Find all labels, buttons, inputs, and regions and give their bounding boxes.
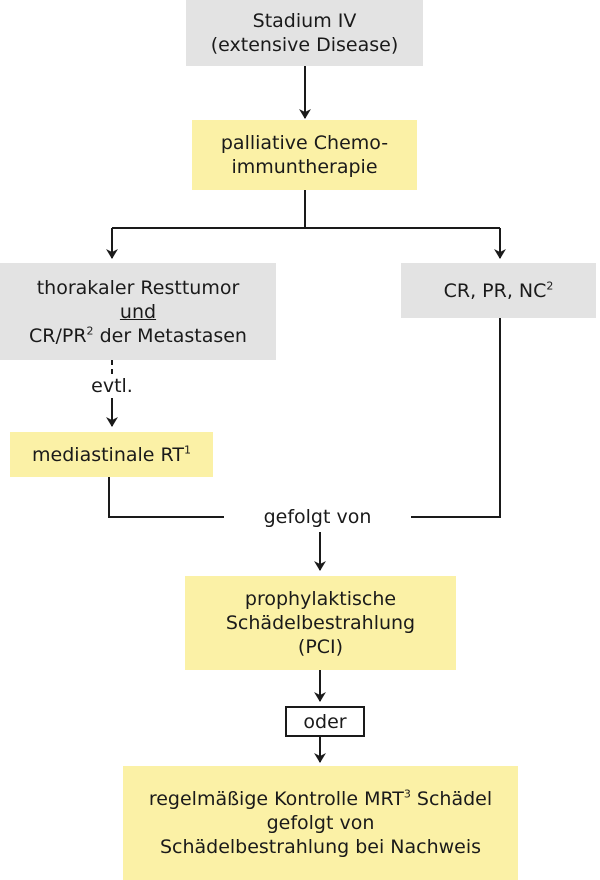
monitoring-line-3: Schädelbestrahlung bei Nachweis — [159, 836, 482, 858]
connector-mediastinal-to-followed — [108, 477, 224, 518]
residual-footnote: 2 — [86, 324, 94, 338]
pci-box: prophylaktische Schädelbestrahlung (PCI) — [185, 576, 456, 670]
residual-line-1: thorakaler Resttumor — [36, 276, 240, 299]
palliative-box: palliative Chemo- immuntherapie — [192, 120, 417, 190]
mediastinal-text: mediastinale RT — [32, 443, 184, 466]
palliative-line-1: palliative Chemo- — [220, 132, 389, 154]
monitoring-line-1-text: regelmäßige Kontrolle MRT — [148, 788, 404, 810]
monitoring-box: regelmäßige Kontrolle MRT3 Schädel gefol… — [123, 766, 518, 880]
monitoring-line-1: regelmäßige Kontrolle MRT3 Schädel — [149, 787, 492, 811]
response-text-line: CR, PR, NC2 — [444, 279, 554, 303]
stage-line-1: Stadium IV — [252, 10, 357, 32]
response-text: CR, PR, NC — [443, 279, 547, 302]
monitoring-line-2: gefolgt von — [266, 812, 375, 834]
residual-line-2: und — [119, 300, 157, 323]
or-text: oder — [303, 710, 347, 733]
monitoring-line-1-rest: Schädel — [410, 788, 493, 810]
monitoring-footnote: 3 — [403, 787, 411, 801]
mediastinal-rt-box: mediastinale RT1 — [10, 432, 213, 477]
residual-tumor-box: thorakaler Resttumor und CR/PR2 der Meta… — [0, 263, 276, 360]
response-footnote: 2 — [546, 279, 554, 293]
or-box: oder — [285, 706, 365, 737]
mediastinal-text-line: mediastinale RT1 — [32, 443, 191, 467]
mediastinal-footnote: 1 — [183, 443, 191, 457]
pci-line-1: prophylaktische — [244, 588, 397, 610]
pci-line-2: Schädelbestrahlung — [225, 612, 416, 634]
residual-line-3-text: CR/PR — [29, 324, 87, 347]
connector-response-to-followed — [411, 318, 501, 518]
residual-line-3-rest: der Metastasen — [93, 324, 247, 347]
pci-line-3: (PCI) — [297, 636, 344, 658]
followed-by-label: gefolgt von — [263, 506, 372, 528]
stage-box: Stadium IV (extensive Disease) — [186, 0, 423, 66]
stage-line-2: (extensive Disease) — [210, 34, 399, 56]
optional-label: evtl. — [91, 375, 133, 397]
residual-line-3: CR/PR2 der Metastasen — [29, 324, 247, 348]
response-box: CR, PR, NC2 — [401, 263, 596, 318]
palliative-line-2: immuntherapie — [231, 156, 378, 178]
